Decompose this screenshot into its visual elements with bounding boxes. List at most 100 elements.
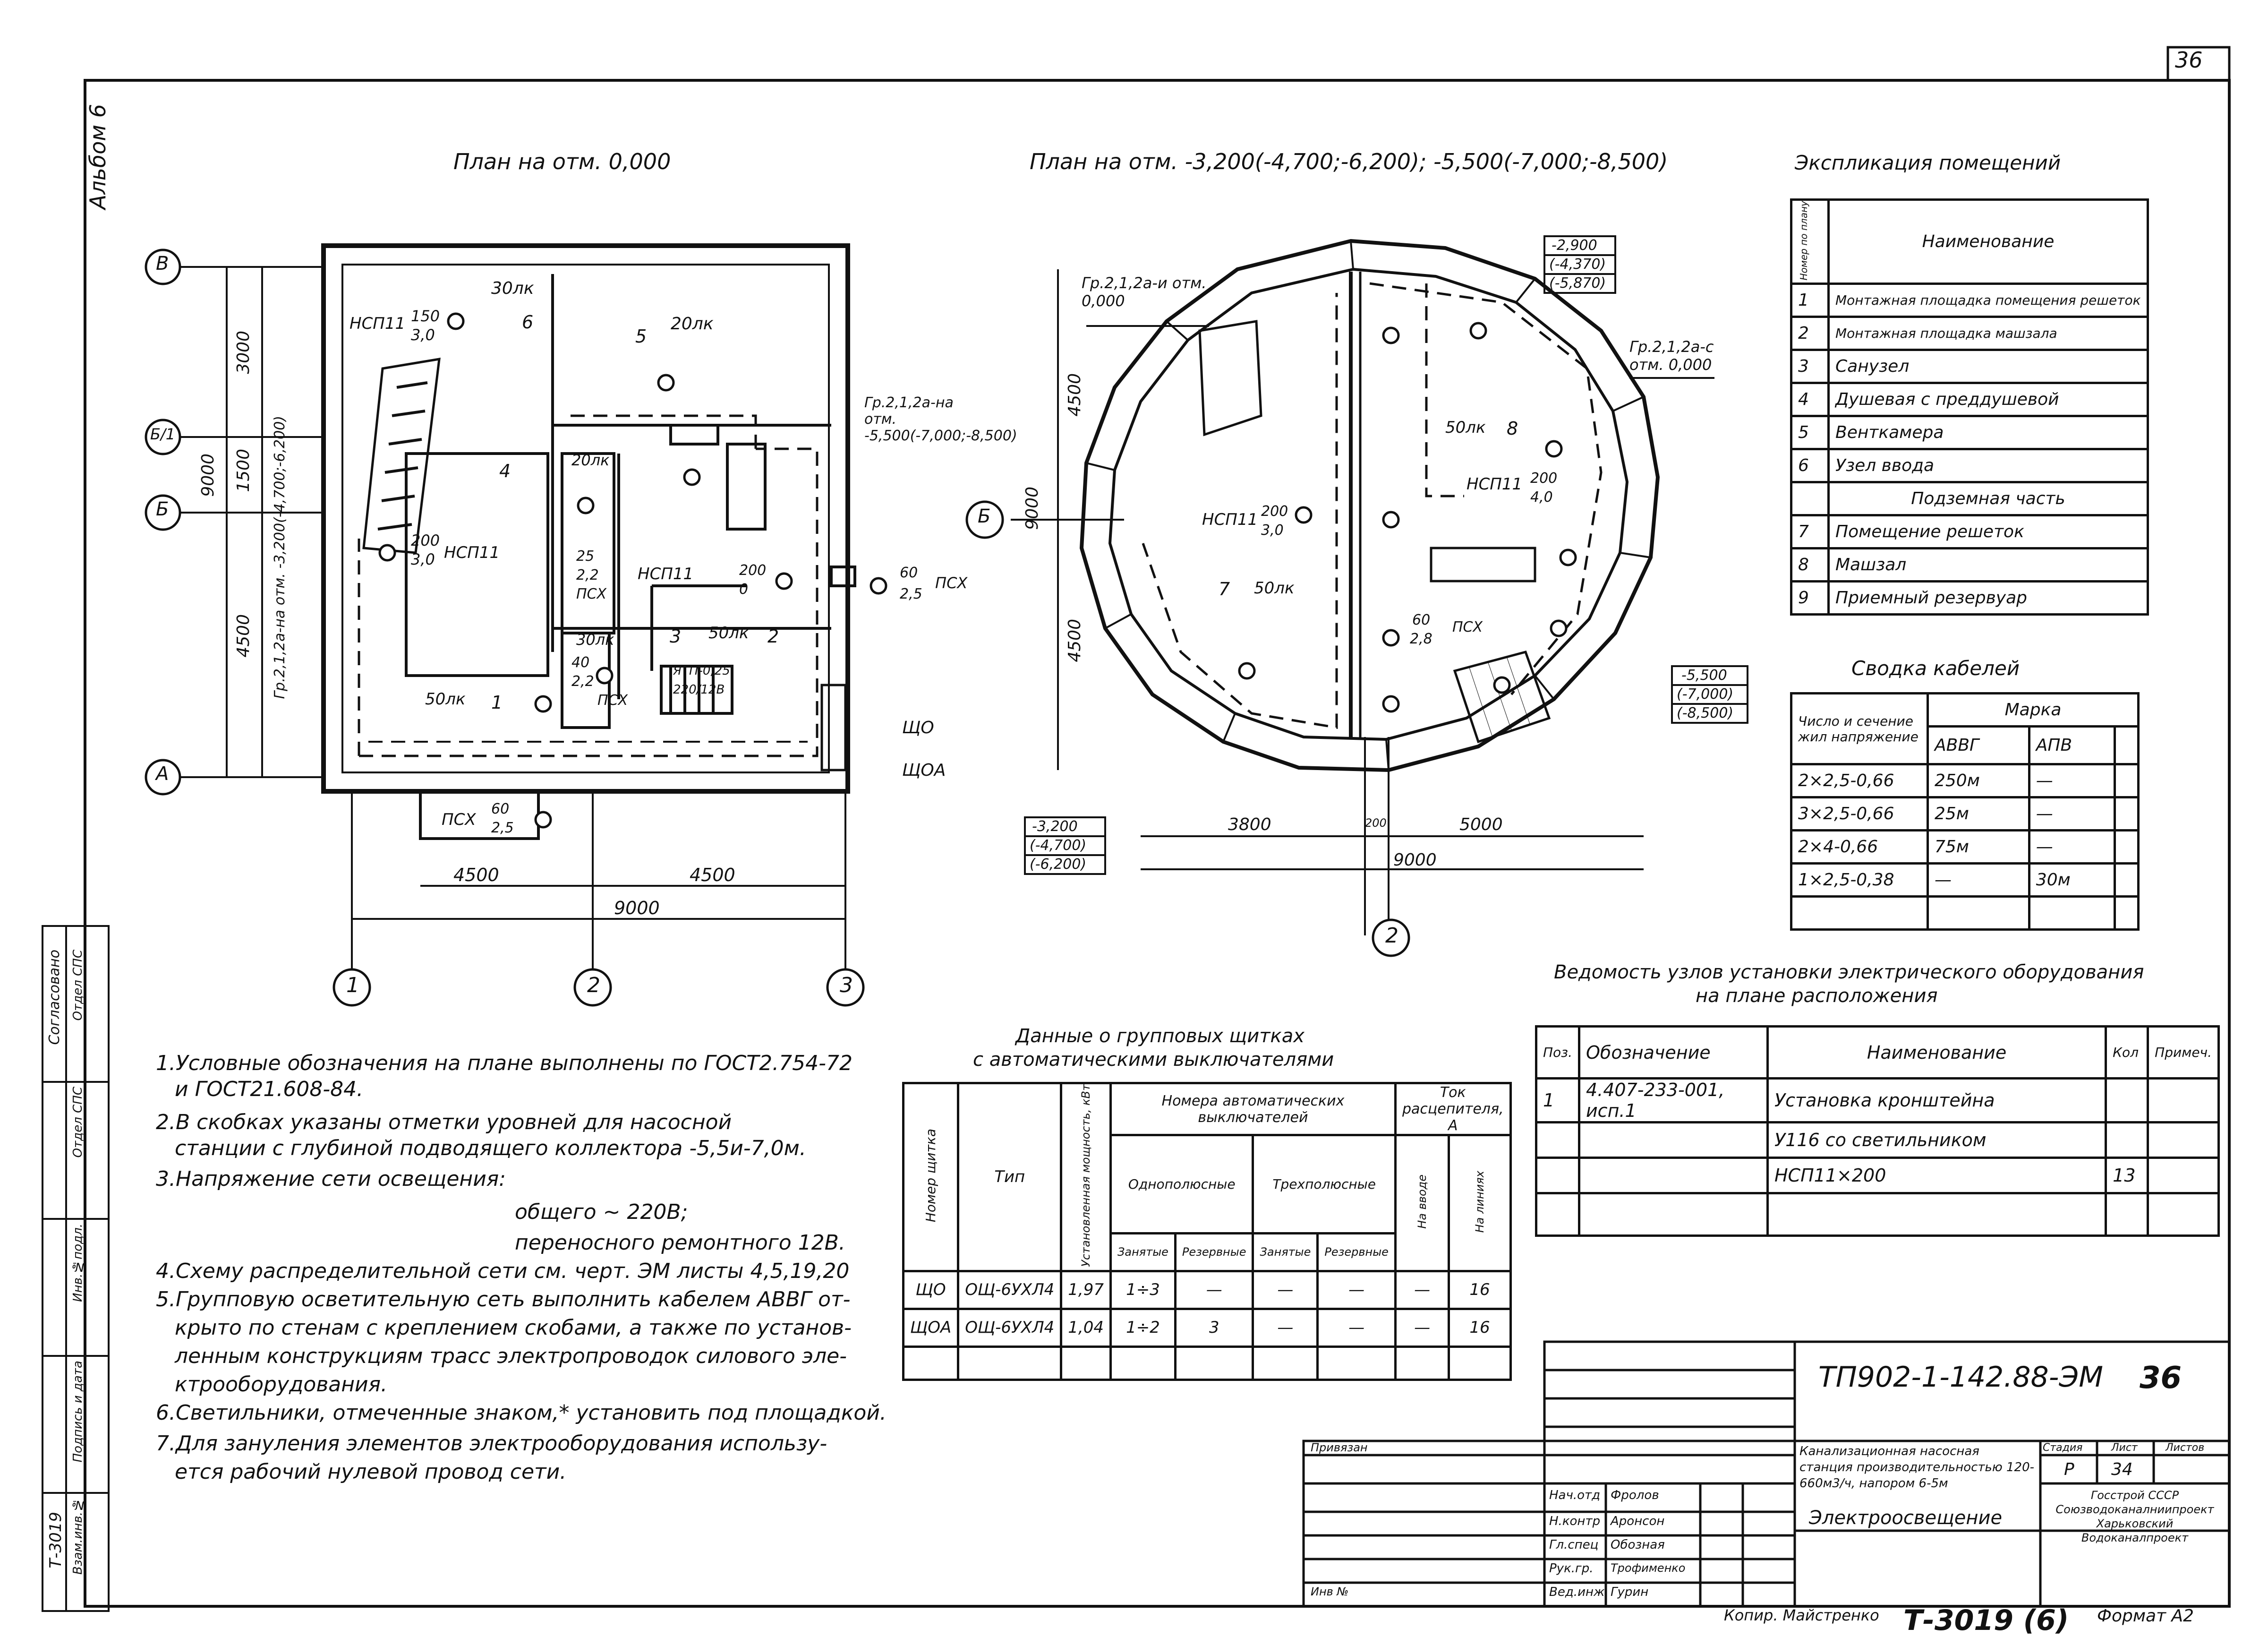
panels-header-type: Тип (957, 1082, 1063, 1272)
role-3: Рук.гр. (1549, 1561, 1594, 1576)
panels-header-single: Однополюсные (1109, 1134, 1254, 1234)
note-line-7: переносного ремонтного 12В. (515, 1231, 845, 1255)
panels-title-2: с автоматическими выключателями (973, 1049, 1334, 1071)
bind-label: Привязан (1311, 1441, 1368, 1454)
note-line-3: 2.В скобках указаны отметки уровней для … (156, 1110, 732, 1134)
plan-b-40: 4,0 (1530, 489, 1553, 506)
note-line-10: крыто по стенам с креплением скобами, а … (175, 1316, 852, 1340)
plan-a-axis-b1: Б/1 (150, 425, 176, 443)
note-line-6: общего ~ 220В; (515, 1200, 688, 1224)
label-150-a: 150 (411, 307, 440, 325)
label-25-b: 2,5 (491, 820, 514, 836)
room-5: 5 (635, 326, 647, 347)
note-line-8: 4.Схему распределительной сети см. черт.… (156, 1259, 850, 1283)
plan-a-level-note: Гр.2,1,2а-на отм. -3,200(-4,700;-6,200) (272, 416, 288, 699)
label-25: 25 (576, 548, 595, 565)
label-yatp: ЯТП-0,25 (673, 664, 730, 678)
plan-b-28: 2,8 (1410, 631, 1432, 647)
label-60-a: 60 (900, 565, 918, 581)
plan-b-200-b: 200 (1530, 470, 1558, 487)
nodes-header-pos: Поз. (1535, 1025, 1580, 1080)
inv-label: Инв № (1311, 1585, 1349, 1598)
dim-h-4500-b: 4500 (690, 865, 735, 885)
plan-b-right-level: Гр.2,1,2а-с отм. 0,000 (1629, 338, 1714, 374)
box-top-2: (-5,870) (1549, 275, 1606, 291)
copied-by: Копир. Майстренко (1724, 1606, 1879, 1624)
plan-b-room-8: 8 (1507, 418, 1518, 439)
side-label-4: Взам.инв.№ (71, 1498, 85, 1575)
room-2: 2 (767, 626, 779, 647)
role-1: Н.контр (1549, 1514, 1601, 1528)
explication-header-num: Номер по плану (1798, 201, 1809, 281)
nodes-header-qty: Кол (2105, 1025, 2149, 1080)
name-2: Обозная (1611, 1538, 1665, 1552)
nodes-title-1: Ведомость узлов установки электрического… (1554, 961, 2144, 983)
label-50lk-2: 50лк (708, 624, 749, 643)
drawing-code: ТП902-1-142.88-ЭМ (1818, 1361, 2104, 1394)
table-row: Подземная часть (1790, 481, 2149, 517)
dim-h-9000: 9000 (614, 898, 660, 918)
name-0: Фролов (1611, 1488, 1659, 1502)
list-header: Лист (2111, 1442, 2138, 1454)
note-line-1: 1.Условные обозначения на плане выполнен… (156, 1051, 853, 1075)
label-0: 0 (739, 581, 749, 598)
cables-header-mark: Марка (1927, 692, 2140, 728)
plan-b-axis-b: Б (978, 506, 991, 527)
plan-b-dim-3800: 3800 (1228, 815, 1271, 834)
side-label-1: Отдел СПС (71, 1087, 85, 1158)
explication-title: Экспликация помещений (1795, 151, 2061, 174)
drawing-name: Электроосвещение (1809, 1507, 2003, 1529)
cables-header-avvg: АВВГ (1927, 725, 2030, 765)
note-line-4: станции с глубиной подводящего коллектор… (175, 1136, 806, 1160)
project-name: Канализационная насосная станция произво… (1799, 1444, 2035, 1491)
name-1: Аронсон (1611, 1514, 1665, 1528)
nodes-header-name: Наименование (1766, 1025, 2107, 1080)
plan-b-200-a: 200 (1261, 503, 1288, 520)
plan-b-top-level: Гр.2,1,2а-и отм. 0,000 (1082, 274, 1207, 310)
box-left-0: -3,200 (1032, 818, 1078, 835)
room-3: 3 (670, 626, 682, 647)
plan-a-axis-3: 3 (840, 973, 853, 997)
role-4: Вед.инж (1549, 1585, 1605, 1599)
panels-title-1: Данные о групповых щитках (1015, 1025, 1305, 1047)
format-label: Формат А2 (2097, 1606, 2194, 1626)
label-200-a: 200 (411, 531, 440, 549)
panels-header-breakers: Номера автоматических выключателей (1109, 1082, 1397, 1136)
cables-table: Число и сечение жил напряжение Марка АВВ… (1790, 692, 2140, 931)
label-30-a: 3,0 (411, 326, 435, 344)
box-right-2: (-8,500) (1677, 705, 1734, 721)
label-nsp11-c: НСП11 (638, 565, 694, 583)
label-20lk-top: 20лк (671, 314, 714, 334)
plan-a-axis-2: 2 (587, 973, 600, 997)
dim-v-1500: 1500 (234, 449, 253, 492)
box-top-1: (-4,370) (1549, 256, 1606, 273)
plan-b-axis-2: 2 (1385, 924, 1398, 948)
nodes-header-note: Примеч. (2147, 1025, 2220, 1080)
label-shchOA: ЩОА (902, 761, 946, 780)
note-line-14: 7.Для зануления элементов электрооборудо… (156, 1431, 827, 1456)
dim-h-4500-a: 4500 (453, 865, 499, 885)
box-left-2: (-6,200) (1030, 856, 1087, 873)
panels-table: Номер щитка Тип Установленная мощность, … (902, 1082, 1512, 1381)
nodes-header-code: Обозначение (1577, 1025, 1769, 1080)
plan-b-dim-v-1: 9000 (1023, 487, 1042, 530)
label-50lk-1: 50лк (425, 690, 466, 709)
plan-b-nsp11-b: НСП11 (1467, 475, 1523, 494)
label-30lk: 30лк (491, 279, 534, 298)
plan-b-50lk-8: 50лк (1445, 418, 1486, 437)
dim-v-9000: 9000 (198, 454, 218, 497)
box-right-0: -5,500 (1681, 667, 1727, 684)
plan-b-nsp11-a: НСП11 (1202, 510, 1258, 529)
panels-header-current: Ток расцепителя, А (1394, 1082, 1512, 1136)
plan-b-title: План на отм. -3,200(-4,700;-6,200); -5,5… (1030, 149, 1668, 174)
panels-header-lines: На линиях (1473, 1170, 1486, 1233)
label-40: 40 (571, 654, 590, 671)
